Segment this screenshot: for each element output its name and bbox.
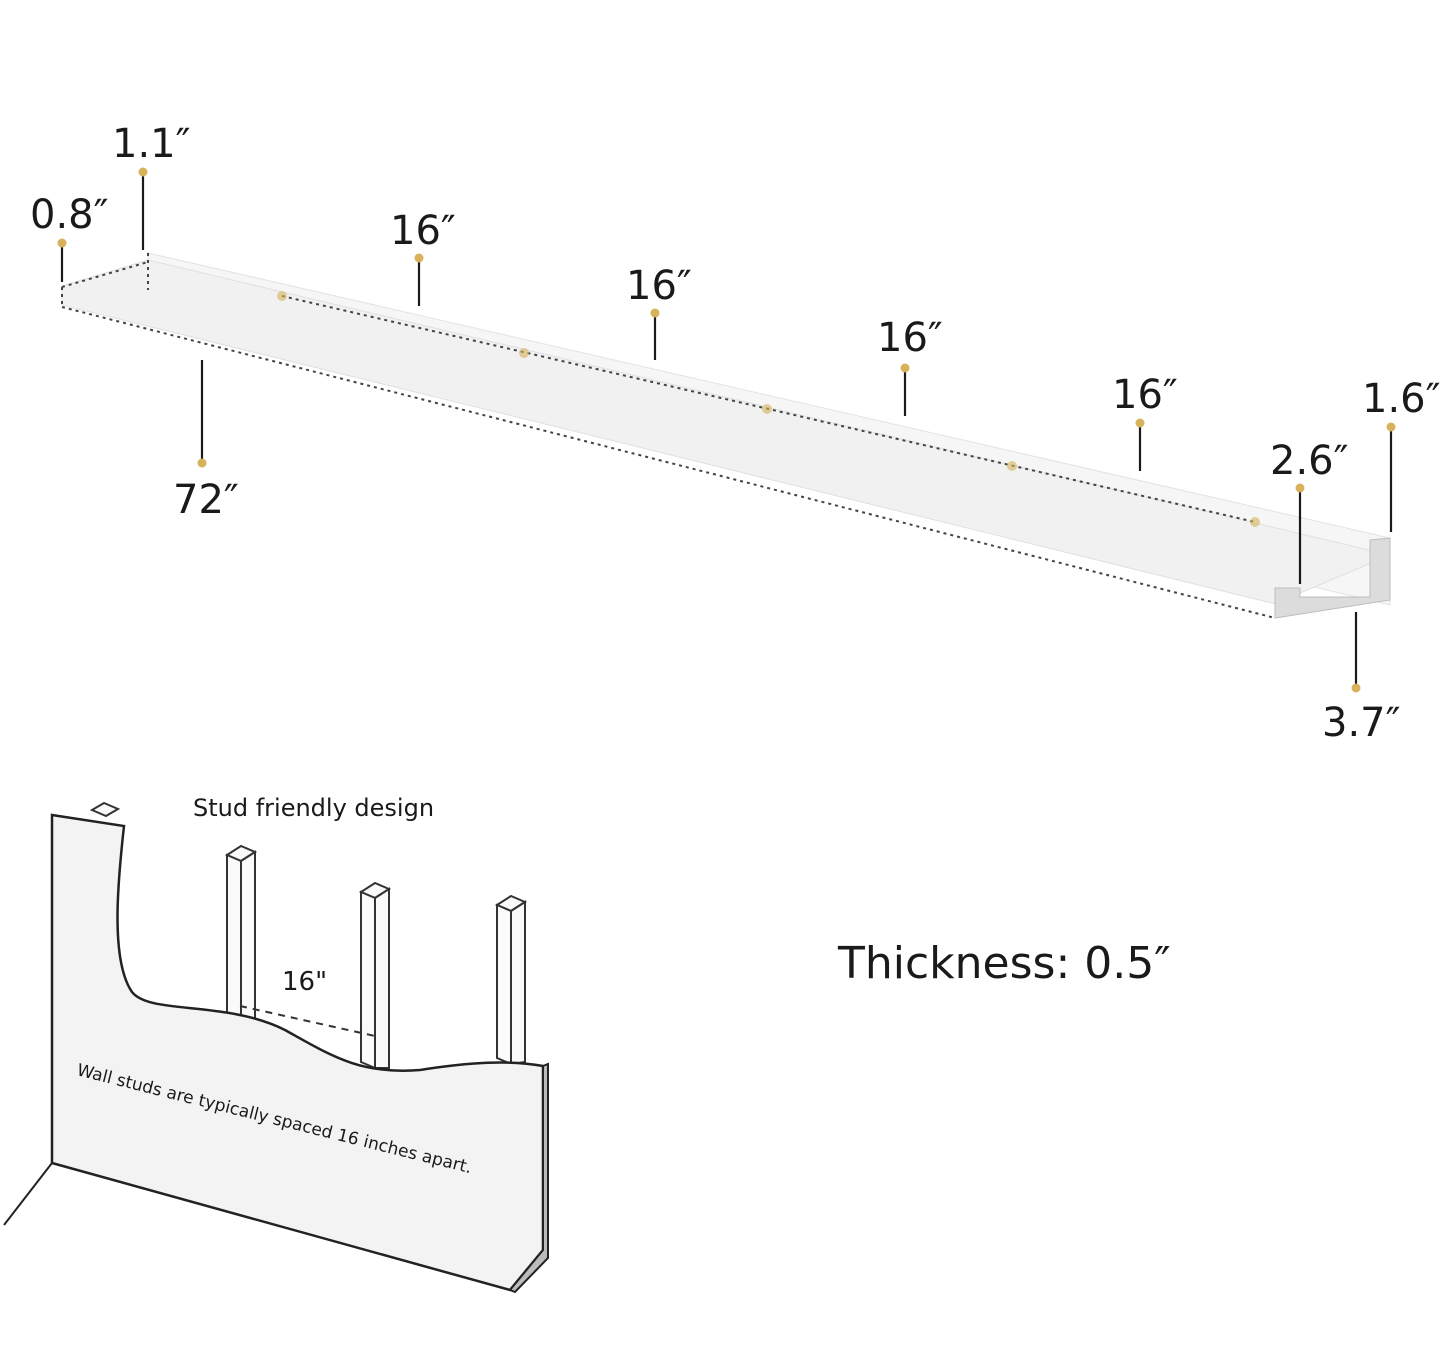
label-length: 72″ bbox=[173, 477, 239, 523]
label-stud-spacing-4: 16″ bbox=[1112, 372, 1178, 418]
label-lip-height-right: 1.6″ bbox=[1362, 376, 1440, 422]
stud-friendly-title: Stud friendly design bbox=[193, 794, 434, 822]
stud-1 bbox=[89, 801, 121, 818]
stud-spacing-line bbox=[239, 1005, 376, 1037]
shelf-base bbox=[61, 259, 1392, 611]
label-stud-spacing-1: 16″ bbox=[390, 208, 456, 254]
label-front-lip-height: 1.1″ bbox=[112, 121, 191, 167]
mounting-hole-2 bbox=[519, 348, 529, 358]
mounting-hole-3 bbox=[762, 404, 772, 414]
label-stud-spacing-2: 16″ bbox=[626, 263, 692, 309]
floor-line bbox=[3, 1162, 53, 1226]
label-back-lip-height: 0.8″ bbox=[30, 192, 109, 238]
mounting-hole-5 bbox=[1250, 517, 1260, 527]
stud-4 bbox=[494, 894, 528, 1066]
stud-3 bbox=[358, 881, 392, 1070]
shelf-edge-bottom bbox=[61, 306, 1276, 619]
stud-spacing-label: 16" bbox=[282, 967, 327, 997]
wall-panel bbox=[50, 813, 545, 1292]
stud-illustration: Stud friendly design 16" Wall studs are … bbox=[3, 794, 549, 1294]
mounting-hole-4 bbox=[1007, 461, 1017, 471]
shelf-edge-top bbox=[61, 261, 149, 288]
label-stud-spacing-3: 16″ bbox=[877, 315, 943, 361]
label-depth-base: 3.7″ bbox=[1322, 700, 1401, 746]
label-depth-total: 2.6″ bbox=[1270, 438, 1349, 484]
wall-edge-thickness bbox=[508, 1062, 549, 1294]
stud-2 bbox=[224, 844, 258, 1022]
shelf-end-profile bbox=[1274, 537, 1391, 619]
mounting-hole-1 bbox=[277, 291, 287, 301]
thickness-label: Thickness: 0.5″ bbox=[837, 938, 1171, 989]
dimension-leaders bbox=[57, 167, 1396, 693]
shelf-drawing bbox=[61, 252, 1392, 619]
